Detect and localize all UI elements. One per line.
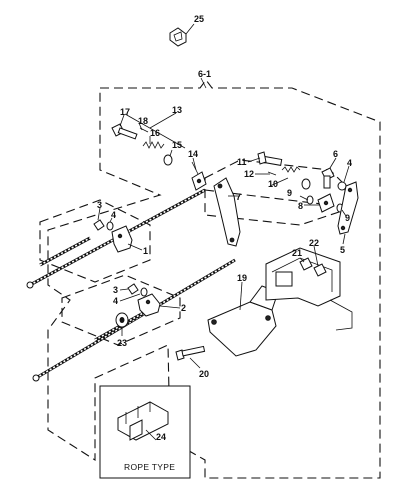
part-1-bracket (93, 219, 133, 253)
label-group: 6-1 (198, 69, 211, 79)
label-10: 10 (268, 179, 278, 189)
lower-cable (32, 258, 236, 382)
label-14: 14 (188, 149, 198, 159)
label-17: 17 (120, 107, 130, 117)
part-14-end-fitting (191, 161, 207, 191)
label-4a: 4 (111, 210, 116, 220)
part-labels: 25 6-1 13 17 18 16 15 14 11 12 10 7 9 8 … (97, 14, 352, 472)
upper-subassembly-boundary (39, 199, 151, 283)
label-23: 23 (117, 338, 127, 348)
label-12: 12 (244, 169, 254, 179)
part-20-screw (175, 345, 206, 361)
part-7-lever (213, 177, 241, 247)
leader-lines (97, 77, 350, 369)
label-8: 8 (298, 201, 303, 211)
label-13: 13 (172, 105, 182, 115)
label-22: 22 (309, 238, 319, 248)
label-9a: 9 (287, 188, 292, 198)
part-5-link (337, 181, 359, 235)
label-6: 6 (333, 149, 338, 159)
part-13-assembly (111, 113, 186, 166)
rope-type-caption: ROPE TYPE (124, 462, 175, 472)
label-24: 24 (156, 432, 166, 442)
label-16: 16 (150, 128, 160, 138)
label-4b: 4 (113, 296, 118, 306)
part-6-screw (321, 167, 347, 191)
label-3b: 3 (113, 285, 118, 295)
label-3a: 3 (97, 200, 102, 210)
part-11-bolt (257, 151, 311, 190)
label-20: 20 (199, 369, 209, 379)
lower-subassembly-boundary (61, 274, 181, 346)
engine-mount (265, 247, 353, 331)
label-1: 1 (143, 246, 148, 256)
part-8-fitting (306, 193, 344, 213)
label-15: 15 (172, 140, 182, 150)
label-18: 18 (138, 116, 148, 126)
part-23-grommet (115, 312, 129, 328)
label-21: 21 (292, 248, 302, 258)
label-25: 25 (194, 14, 204, 24)
label-11: 11 (237, 157, 247, 167)
label-5: 5 (340, 245, 345, 255)
label-4c: 4 (347, 158, 352, 168)
part-25-clip (169, 23, 195, 47)
rope-type-box (99, 385, 191, 479)
label-2: 2 (181, 303, 186, 313)
assembly-boundary (47, 79, 381, 479)
label-7: 7 (236, 192, 241, 202)
label-19: 19 (237, 273, 247, 283)
part-2-bracket (127, 283, 161, 317)
label-9b: 9 (345, 213, 350, 223)
